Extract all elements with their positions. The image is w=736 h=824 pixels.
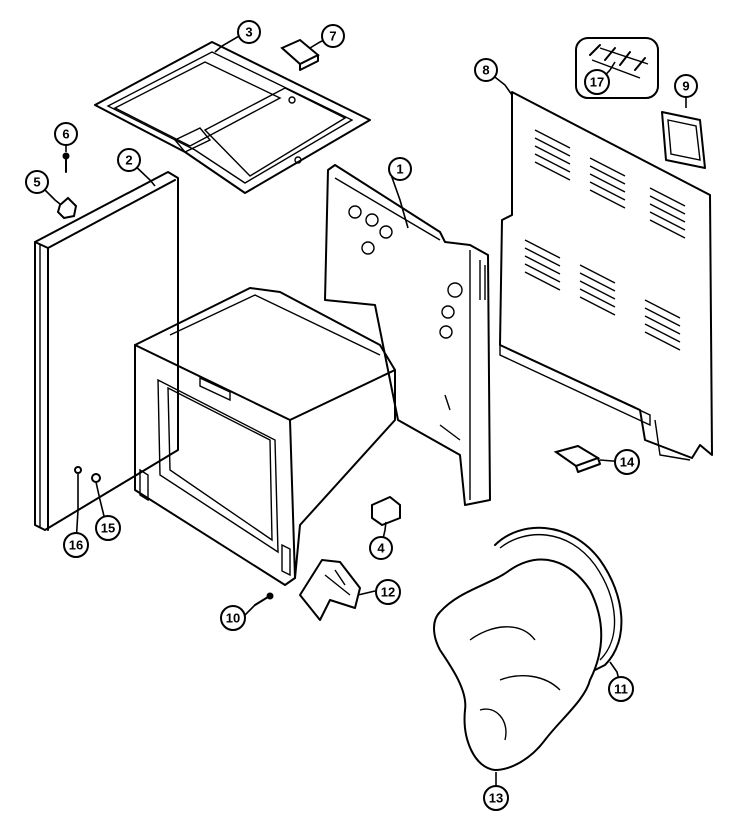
callout-15[interactable]: 15	[95, 515, 121, 541]
callout-5[interactable]: 5	[25, 170, 49, 194]
callout-label: 12	[381, 585, 395, 600]
callout-17[interactable]: 17	[584, 69, 610, 95]
square-gasket-part[interactable]	[661, 111, 706, 169]
screw-small-part[interactable]	[62, 152, 70, 173]
callout-10[interactable]: 10	[220, 605, 246, 631]
callout-label: 16	[69, 538, 83, 553]
callout-label: 2	[125, 153, 132, 168]
clip-assembly-part[interactable]	[575, 37, 659, 99]
clip-part[interactable]	[56, 196, 78, 220]
callout-label: 14	[620, 455, 635, 470]
insulation-part[interactable]	[433, 558, 603, 771]
callout-9[interactable]: 9	[674, 74, 698, 98]
callout-label: 1	[396, 162, 403, 177]
callout-4[interactable]: 4	[369, 536, 393, 560]
callout-7[interactable]: 7	[321, 24, 345, 48]
fastener-part[interactable]	[74, 466, 101, 483]
callout-3[interactable]: 3	[237, 20, 261, 44]
cavity-bracket-part[interactable]	[371, 495, 401, 527]
callout-label: 10	[226, 611, 240, 626]
callout-label: 3	[245, 25, 252, 40]
oven-cavity-part[interactable]	[134, 287, 396, 586]
callout-label: 13	[489, 791, 503, 806]
small-bracket-part[interactable]	[280, 38, 320, 71]
screw-part[interactable]	[254, 592, 274, 606]
callout-16[interactable]: 16	[63, 532, 89, 558]
callout-8[interactable]: 8	[474, 58, 498, 82]
callout-label: 11	[614, 682, 628, 697]
rear-panel-vents	[524, 129, 686, 351]
callout-1[interactable]: 1	[388, 157, 412, 181]
callout-label: 15	[101, 521, 115, 536]
callout-14[interactable]: 14	[614, 449, 640, 475]
callout-12[interactable]: 12	[375, 579, 401, 605]
callout-label: 6	[62, 127, 69, 142]
rear-panel-part[interactable]	[499, 91, 713, 461]
rear-bracket-part[interactable]	[553, 444, 601, 473]
side-panel-part[interactable]	[324, 164, 491, 506]
callout-label: 5	[33, 175, 40, 190]
hinge-part[interactable]	[299, 559, 361, 621]
door-frame-part[interactable]	[34, 171, 179, 531]
callout-13[interactable]: 13	[483, 785, 509, 811]
callout-11[interactable]: 11	[608, 676, 634, 702]
callout-label: 7	[329, 29, 336, 44]
callout-label: 9	[682, 79, 689, 94]
callout-6[interactable]: 6	[54, 122, 78, 146]
callout-label: 17	[590, 75, 604, 90]
top-panel-part[interactable]	[94, 41, 371, 194]
oven-gasket-part[interactable]	[494, 526, 623, 671]
callout-label: 4	[377, 541, 385, 556]
callout-label: 8	[482, 63, 489, 78]
callout-2[interactable]: 2	[117, 148, 141, 172]
